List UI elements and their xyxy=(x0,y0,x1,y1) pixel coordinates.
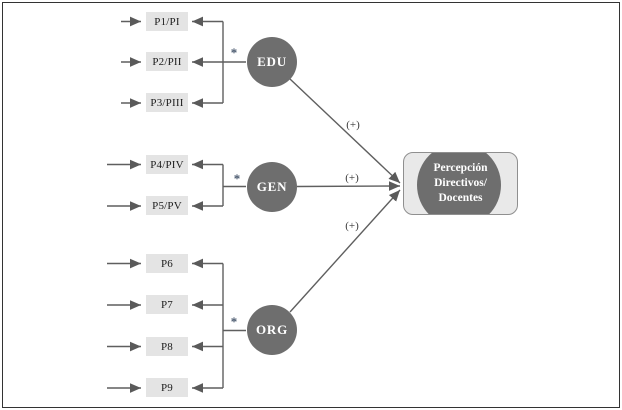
outcome-circle xyxy=(417,153,501,214)
path-sign-gen: (+) xyxy=(345,172,359,184)
path-arrow-org xyxy=(289,189,401,313)
path-arrow-edu xyxy=(289,78,401,184)
indicator-box-p1: P1/PI xyxy=(146,12,188,31)
indicator-box-p6: P6 xyxy=(146,254,188,273)
outcome-label-line1: Percepción xyxy=(433,162,488,174)
outcome-label: Percepción Directivos/ Docentes xyxy=(404,153,517,214)
latent-circle-org: ORG xyxy=(247,305,297,355)
outcome-label-line2: Directivos/ xyxy=(434,177,487,189)
latent-circle-gen: GEN xyxy=(247,162,297,212)
indicator-box-p8: P8 xyxy=(146,337,188,356)
indicator-box-p5: P5/PV xyxy=(146,196,188,215)
indicator-box-p4: P4/PIV xyxy=(146,155,188,174)
outcome-label-line3: Docentes xyxy=(438,192,483,204)
indicator-box-p2: P2/PII xyxy=(146,52,188,71)
loading-sign-gen: * xyxy=(233,171,241,186)
latent-circle-edu: EDU xyxy=(247,37,297,87)
outcome-node: Percepción Directivos/ Docentes xyxy=(403,152,518,215)
loading-sign-edu: * xyxy=(230,45,238,60)
indicator-box-p9: P9 xyxy=(146,378,188,397)
path-sign-org: (+) xyxy=(345,220,359,232)
path-sign-edu: (+) xyxy=(346,119,360,131)
indicator-box-p7: P7 xyxy=(146,295,188,314)
indicator-box-p3: P3/PIII xyxy=(146,93,188,112)
loading-sign-org: * xyxy=(230,314,238,329)
path-arrow-gen xyxy=(296,181,401,191)
